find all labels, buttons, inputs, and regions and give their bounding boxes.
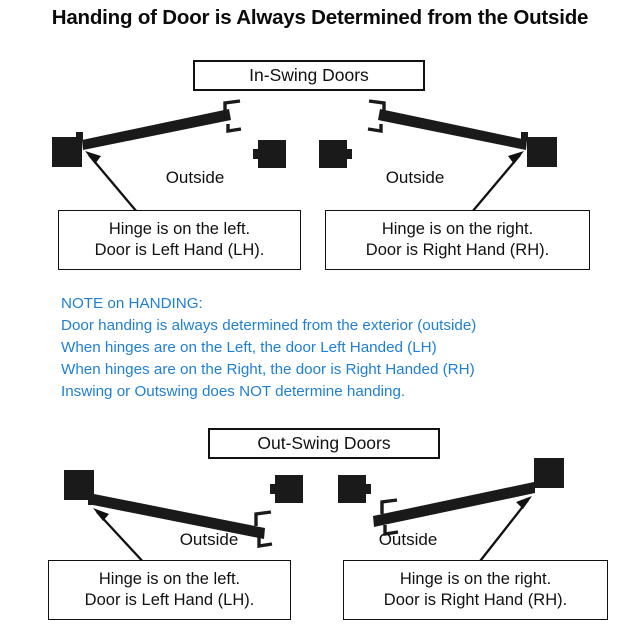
strike-plate-notch-left bbox=[253, 149, 259, 159]
hinge-jamb-block bbox=[534, 458, 564, 488]
door-leaf bbox=[82, 109, 231, 150]
caption-line-1: Hinge is on the right. bbox=[399, 569, 552, 588]
strike-plate-notch-left bbox=[270, 484, 276, 494]
door-leaf bbox=[373, 482, 535, 527]
callout-arrow bbox=[93, 508, 147, 566]
outswing-left-door bbox=[64, 470, 273, 566]
strike-plate-notch-right bbox=[346, 149, 352, 159]
hinge-pin bbox=[88, 496, 95, 505]
caption-box-outswing-left: Hinge is on the left. Door is Left Hand … bbox=[48, 560, 291, 620]
hinge-pin bbox=[521, 132, 528, 141]
caption-line-2: Door is Right Hand (RH). bbox=[383, 591, 568, 609]
strike-plate-notch-right bbox=[365, 484, 371, 494]
inswing-left-door bbox=[52, 99, 242, 213]
section-header-outswing: Out-Swing Doors bbox=[208, 428, 440, 459]
page-title: Handing of Door is Always Determined fro… bbox=[51, 6, 589, 29]
note-line-2: Door handing is always determined from t… bbox=[61, 317, 477, 335]
outside-label-outswing-left: Outside bbox=[179, 530, 239, 549]
hinge-jamb-block bbox=[527, 137, 557, 167]
strike-jamb-block-right bbox=[319, 140, 347, 168]
caption-line-1: Hinge is on the left. bbox=[98, 569, 241, 588]
inswing-right-door bbox=[367, 99, 557, 213]
strike-jamb-block-right bbox=[338, 475, 366, 503]
inswing-center-jambs bbox=[253, 140, 352, 168]
hinge-jamb-block bbox=[64, 470, 94, 500]
door-lever-handle bbox=[380, 498, 399, 536]
hinge-pin bbox=[528, 484, 535, 493]
callout-arrow bbox=[476, 496, 532, 566]
door-lever-handle bbox=[367, 99, 386, 133]
outside-label-outswing-right: Outside bbox=[378, 530, 438, 549]
door-leaf bbox=[378, 109, 527, 150]
strike-jamb-block-left bbox=[275, 475, 303, 503]
section-header-outswing-label: Out-Swing Doors bbox=[257, 433, 391, 453]
handing-note: NOTE on HANDING: Door handing is always … bbox=[61, 293, 476, 404]
callout-arrow bbox=[85, 151, 138, 213]
strike-jamb-block-left bbox=[258, 140, 286, 168]
note-line-4: When hinges are on the Right, the door i… bbox=[61, 361, 475, 379]
outside-label-inswing-right: Outside bbox=[385, 168, 445, 187]
note-line-3: When hinges are on the Left, the door Le… bbox=[61, 339, 437, 357]
outside-label-inswing-left: Outside bbox=[165, 168, 225, 187]
note-line-1: NOTE on HANDING: bbox=[61, 295, 203, 312]
caption-box-inswing-left: Hinge is on the left. Door is Left Hand … bbox=[58, 210, 301, 270]
caption-line-1: Hinge is on the left. bbox=[108, 219, 251, 238]
caption-box-inswing-right: Hinge is on the right. Door is Right Han… bbox=[325, 210, 590, 270]
door-lever-handle bbox=[223, 99, 242, 133]
outswing-center-jambs bbox=[270, 475, 371, 503]
note-line-5: Inswing or Outswing does NOT determine h… bbox=[61, 383, 406, 401]
caption-line-1: Hinge is on the right. bbox=[381, 219, 534, 238]
caption-box-outswing-right: Hinge is on the right. Door is Right Han… bbox=[343, 560, 608, 620]
callout-arrow bbox=[471, 151, 524, 213]
section-header-inswing: In-Swing Doors bbox=[193, 60, 425, 91]
hinge-jamb-block bbox=[52, 137, 82, 167]
caption-line-2: Door is Left Hand (LH). bbox=[94, 241, 265, 259]
section-header-inswing-label: In-Swing Doors bbox=[249, 65, 369, 85]
caption-line-2: Door is Left Hand (LH). bbox=[84, 591, 255, 609]
hinge-pin bbox=[76, 132, 83, 141]
caption-line-2: Door is Right Hand (RH). bbox=[365, 241, 550, 259]
